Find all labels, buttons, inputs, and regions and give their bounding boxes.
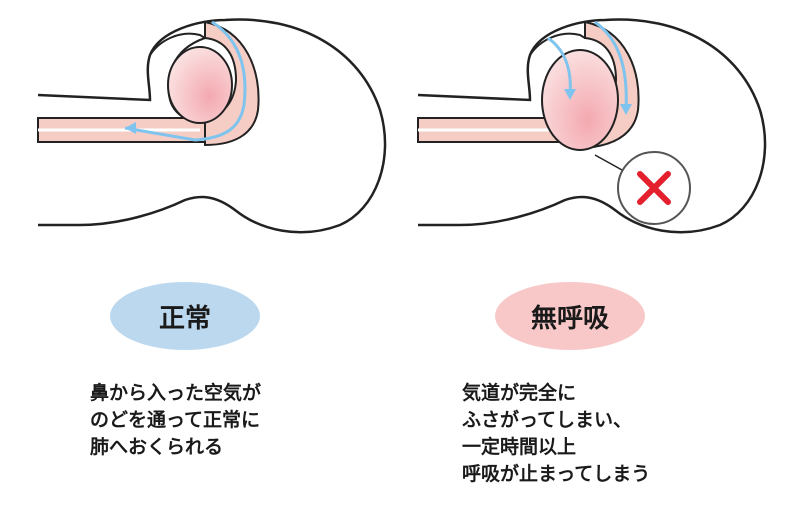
apnea-caption: 気道が完全に ふさがってしまい、 一定時間以上 呼吸が止まってしまう <box>462 380 650 488</box>
apnea-caption-line: 呼吸が止まってしまう <box>462 463 651 485</box>
normal-label: 正常 <box>158 303 211 334</box>
apnea-caption-line: ふさがってしまい、 <box>462 409 633 431</box>
tongue <box>167 46 233 124</box>
airflow-arrow <box>547 36 572 96</box>
normal-caption-line: 肺へおくられる <box>90 436 224 458</box>
normal-caption-line: 鼻から入った空気が <box>90 382 262 404</box>
apnea-caption-line: 一定時間以上 <box>462 436 577 458</box>
normal-caption-line: のどを通って正常に <box>90 409 261 431</box>
panel-normal: 正常 鼻から入った空気が のどを通って正常に 肺へおくられる <box>37 18 387 461</box>
normal-label-badge: 正常 <box>110 282 260 350</box>
cross-icon <box>637 171 671 205</box>
face-profile <box>529 32 586 56</box>
airflow-arrowhead <box>620 104 632 115</box>
airflow-arrowhead <box>564 89 576 100</box>
apnea-caption-line: 気道が完全に <box>462 382 577 404</box>
apnea-airway-illustration <box>417 18 767 234</box>
airflow-arrow <box>124 20 247 142</box>
airflow-arrowhead <box>125 122 136 134</box>
apnea-label-badge: 無呼吸 <box>495 282 645 350</box>
tongue-blocking-airway <box>541 49 619 151</box>
panel-apnea: 無呼吸 気道が完全に ふさがってしまい、 一定時間以上 呼吸が止まってしまう <box>400 0 800 514</box>
callout-line <box>594 154 623 171</box>
normal-caption: 鼻から入った空気が のどを通って正常に 肺へおくられる <box>90 380 261 461</box>
airflow-arrow <box>594 20 628 111</box>
normal-airway-illustration <box>37 18 387 234</box>
apnea-label: 無呼吸 <box>530 303 609 334</box>
